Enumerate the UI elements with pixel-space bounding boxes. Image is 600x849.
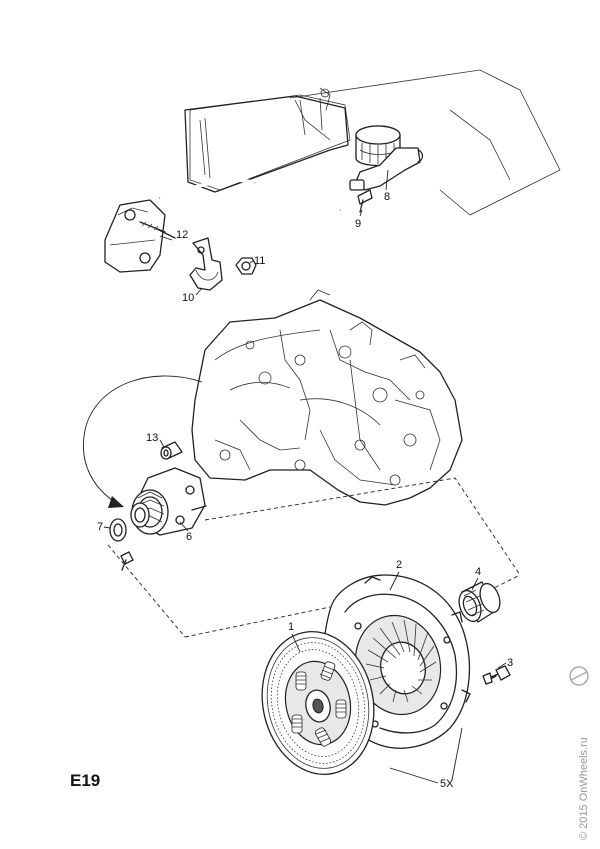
callout-2: 2 (396, 559, 402, 571)
callout-7: 7 (97, 521, 103, 533)
slave-bolt (120, 551, 134, 571)
callout-3: 3 (507, 657, 513, 669)
gearbox-housing (191, 289, 463, 506)
top-hydraulic-assembly (104, 69, 561, 291)
assembly-arrow (83, 375, 203, 508)
callout-4: 4 (475, 566, 481, 578)
nut-11 (235, 257, 257, 275)
callout-10: 10 (182, 292, 194, 304)
seal-4 (458, 581, 501, 623)
callout-6: 6 (186, 531, 192, 543)
callout-9: 9 (355, 218, 361, 230)
concentric-slave-cylinder-6 (130, 467, 207, 536)
watermark-logo (569, 666, 589, 686)
callout-8: 8 (384, 191, 390, 203)
callout-11: 11 (254, 255, 265, 267)
bolt-9 (357, 189, 373, 213)
callout-1: 1 (288, 621, 294, 633)
callout-5x: 5X (440, 778, 454, 790)
gearbox-connector-block (104, 199, 166, 273)
bush-13 (160, 441, 183, 460)
clutch-disc-1 (261, 631, 375, 775)
callout-12: 12 (176, 229, 188, 241)
bracket-10 (189, 237, 223, 291)
reservoir-8 (349, 125, 424, 191)
seal-ring-7 (109, 518, 127, 542)
bolt-3 (482, 665, 511, 685)
diagram-code: E19 (70, 771, 101, 790)
callout-labels: 1 2 3 4 5X 6 7 8 9 10 11 12 (97, 169, 513, 790)
watermark-text: © 2015 OnWheels.ru (578, 737, 590, 840)
callout-13: 13 (146, 432, 158, 444)
